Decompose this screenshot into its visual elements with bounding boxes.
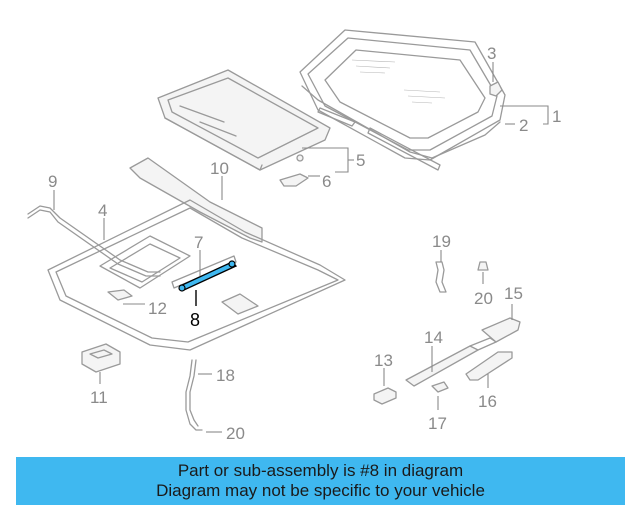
part-glass-assembly (299, 29, 506, 161)
label-2: 2 (519, 116, 528, 135)
part-6-bracket (279, 173, 309, 187)
part-18-cable (185, 359, 203, 431)
part-9-drain-tube (27, 205, 161, 277)
part-14-arm (405, 337, 497, 387)
part-7-rail (171, 255, 237, 289)
leader-lines (53, 62, 549, 433)
part-seal-strips (317, 107, 441, 171)
part-8-highlighted[interactable] (178, 260, 238, 292)
info-banner: Part or sub-assembly is #8 in diagram Di… (16, 457, 625, 505)
label-16: 16 (478, 392, 497, 411)
banner-line-1: Part or sub-assembly is #8 in diagram (177, 461, 464, 480)
label-4: 4 (98, 201, 107, 220)
part-19-hose (435, 261, 447, 293)
label-5: 5 (356, 151, 365, 170)
label-8[interactable]: 8 (190, 310, 200, 330)
label-17: 17 (428, 414, 447, 433)
part-11-switch (81, 343, 121, 373)
label-11: 11 (90, 388, 108, 407)
number-labels: 1 2 3 4 5 6 7 8 9 10 11 12 13 14 15 16 1… (48, 44, 561, 443)
label-9: 9 (48, 172, 57, 191)
label-20-bottom: 20 (226, 424, 245, 443)
part-sunshade-panel (157, 69, 331, 171)
label-18: 18 (216, 366, 235, 385)
part-10-front-rail (129, 157, 263, 243)
label-13: 13 (374, 351, 393, 370)
part-5-fastener (296, 154, 304, 162)
part-20-clip (477, 261, 489, 271)
label-6: 6 (322, 172, 331, 191)
label-10: 10 (210, 159, 229, 178)
label-14: 14 (424, 328, 443, 347)
part-3-clip (489, 81, 503, 97)
banner-line-2: Diagram may not be specific to your vehi… (156, 481, 485, 500)
label-12: 12 (148, 299, 167, 318)
part-13-block (373, 387, 397, 405)
part-4-roof-frame (47, 199, 346, 351)
part-12-drain-fitting (107, 289, 133, 301)
part-16-bracket (465, 351, 513, 381)
label-19: 19 (432, 232, 451, 251)
label-7: 7 (194, 233, 203, 252)
parts-diagram: 1 2 3 4 5 6 7 8 9 10 11 12 13 14 15 16 1… (27, 29, 561, 443)
label-1: 1 (552, 107, 561, 126)
label-3: 3 (487, 44, 496, 63)
label-20-top: 20 (474, 289, 493, 308)
label-15: 15 (504, 284, 523, 303)
part-17-fastener (431, 381, 449, 393)
